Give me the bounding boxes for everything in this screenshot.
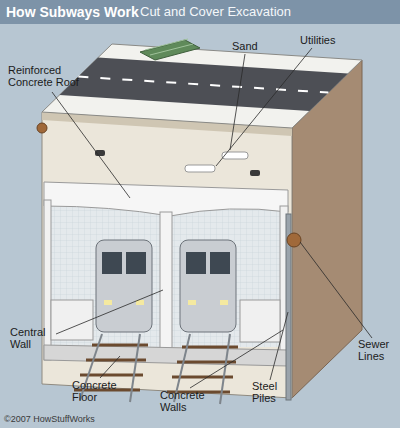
header-band [0,0,400,24]
rails [80,334,230,404]
sewer-pipe [287,233,301,247]
utility-pipe [185,165,215,172]
sewer-pipe [37,123,47,133]
copyright-note: ©2007 HowStuffWorks [4,414,95,424]
part-label: Utilities [300,34,360,46]
street-surface [42,44,362,128]
road [60,58,349,111]
concrete-floor [44,345,288,366]
central-wall [160,212,172,350]
lane-marking [78,77,328,93]
leader-lines [52,48,372,388]
part-label: Sand [232,40,272,52]
part-label: Sewer Lines [358,338,398,362]
platform [51,300,93,340]
utility-pipe [222,152,248,159]
part-label: Steel Piles [252,380,292,404]
diagram-title: How Subways Work [6,4,139,20]
part-label: Reinforced Concrete Roof [8,64,88,88]
train [96,240,152,332]
diagram-subtitle: Cut and Cover Excavation [140,4,291,20]
subway-entrance [140,40,200,60]
concrete-roof [44,182,288,216]
entrance-railing [145,39,193,55]
train [180,240,236,332]
sand-face [42,112,292,398]
part-label: Concrete Floor [72,379,128,403]
part-label: Central Wall [10,326,58,350]
utility-cable [250,170,260,176]
part-label: Concrete Walls [160,389,218,413]
